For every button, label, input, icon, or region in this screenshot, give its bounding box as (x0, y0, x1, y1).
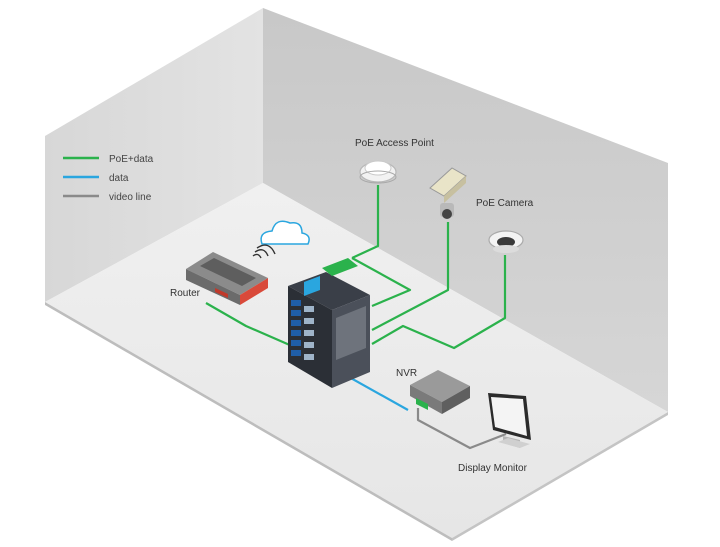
legend-label-video: video line (109, 192, 152, 203)
monitor-device (488, 393, 531, 448)
poe-camera-label: PoE Camera (476, 198, 534, 209)
display-monitor-label: Display Monitor (458, 463, 528, 474)
router-label: Router (170, 288, 201, 299)
legend-label-data: data (109, 173, 129, 184)
legend-label-poe-data: PoE+data (109, 154, 154, 165)
dome-camera-device (488, 230, 524, 253)
cable-nvr-monitor (416, 408, 507, 450)
cable-dome-switch (371, 255, 507, 350)
cables (205, 185, 507, 450)
left-wall (45, 8, 263, 302)
cable-router-switch (205, 302, 293, 348)
cable-ap-switch (351, 185, 380, 259)
cable-camera-switch (371, 222, 450, 331)
floor-front-edge (45, 302, 452, 541)
terminal-block (322, 258, 358, 276)
bullet-camera-device (429, 167, 467, 219)
cloud-icon (260, 220, 310, 245)
nvr-device (410, 370, 470, 414)
access-point-label: PoE Access Point (355, 138, 434, 149)
floor-right-edge (452, 412, 668, 541)
legend: PoE+data data video line (63, 154, 154, 203)
room (45, 8, 668, 541)
wifi-icon (252, 244, 276, 259)
cable-ap-switch-2 (351, 257, 412, 308)
access-point-device (359, 160, 397, 184)
poe-switch-device (288, 258, 370, 388)
back-wall (263, 8, 668, 412)
nvr-label: NVR (396, 368, 417, 379)
router-device (186, 252, 268, 305)
